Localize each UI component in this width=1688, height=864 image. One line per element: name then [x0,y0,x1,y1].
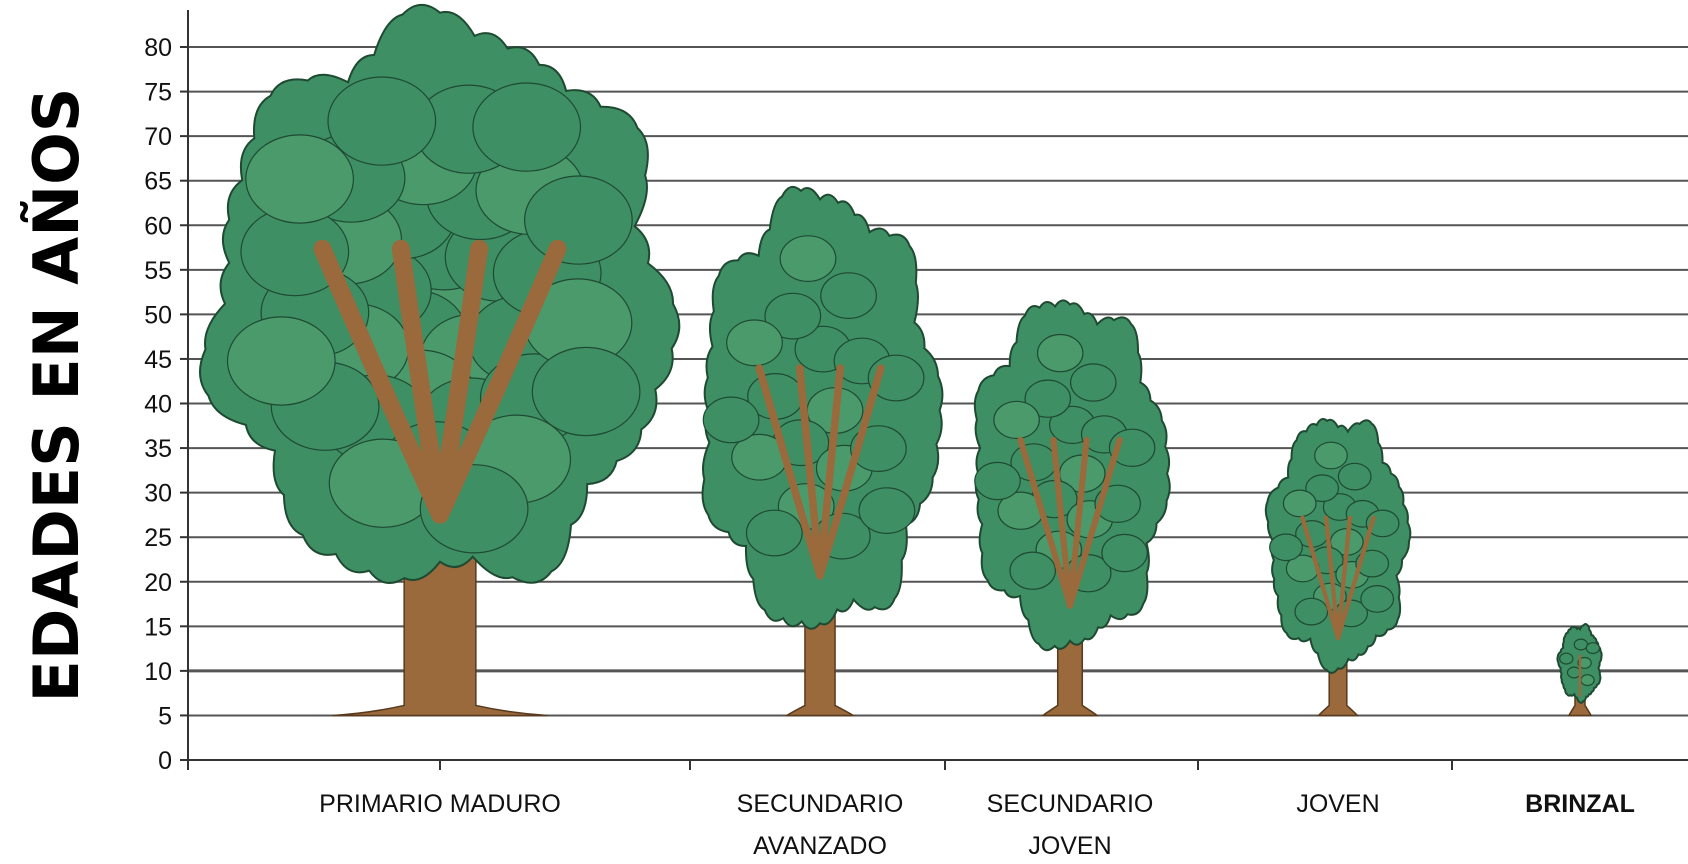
y-tick-label: 15 [144,613,172,641]
tree-branch [1066,436,1090,609]
leaf-clump [1559,652,1574,665]
tree-branch [755,364,824,580]
tree-marks [199,3,1603,717]
leaf-clump [745,509,803,557]
tree-branch [313,239,449,524]
leaf-clump [1566,666,1582,679]
y-tick-label: 45 [144,346,172,374]
tree-branch [1323,515,1341,641]
leaf-clump [245,134,355,224]
y-tick-label: 25 [144,524,172,552]
tree-mark [199,3,681,717]
leaf-clump [820,272,877,320]
leaf-clump [524,175,633,265]
category-label: SECUNDARIO [987,790,1154,818]
leaf-clump [974,461,1021,501]
leaf-clump [726,319,783,367]
leaf-clump [858,487,916,535]
y-tick-label: 20 [144,569,172,597]
y-tick-label: 60 [144,212,172,240]
leaf-clump [1282,489,1317,518]
y-tick-label: 10 [144,658,172,686]
tree-mark [973,299,1171,717]
tree-branch [431,239,567,524]
leaf-clump [1024,379,1072,418]
tree-branch [795,364,824,580]
leaf-clump [1009,551,1056,590]
category-labels: PRIMARIO MADURO SECUNDARIO AVANZADO SECUNDA… [319,790,1635,860]
leaf-clump [1070,363,1117,402]
leaf-clump [993,400,1040,440]
tree-branch [391,239,449,524]
category-label: JOVEN [1296,790,1379,818]
axes: 0 5 10 15 20 25 30 35 40 45 50 55 60 65 70 75 80 [144,10,1688,775]
leaf-clump [1577,656,1592,669]
y-tick-label: 55 [144,257,172,285]
leaf-clump [327,76,437,166]
leaf-clump [702,396,760,444]
category-label: AVANZADO [753,832,887,860]
leaf-clump [764,292,822,340]
tree-branch [1335,515,1376,641]
category-label: SECUNDARIO [737,790,904,818]
leaf-clump [531,346,641,437]
tree-mark [1556,623,1603,717]
tree-branch [1050,436,1074,609]
tree-branch [1335,515,1353,641]
leaf-clump [1360,585,1395,613]
tree-branch [1300,515,1341,641]
leaf-clump [1305,474,1339,503]
y-tick-label: 65 [144,168,172,196]
tree-mark [1264,418,1412,717]
y-tick-label: 0 [158,747,172,775]
tree-trunk [332,488,548,717]
tree-branch [1066,436,1123,609]
y-axis-title: EDADES EN AÑOS [20,88,93,703]
tree-branch [816,364,845,580]
tree-trunk [1040,579,1100,717]
tree-trunk [784,549,856,717]
leaf-clump [1294,597,1329,626]
leaf-clump [1036,333,1084,373]
category-label: BRINZAL [1525,790,1635,818]
y-tick-label: 40 [144,391,172,419]
y-tick-label: 30 [144,480,172,508]
leaf-clump [472,82,582,172]
tree-branch [1017,436,1074,609]
y-tick-label: 35 [144,435,172,463]
leaf-clump [1269,533,1303,562]
y-tick-label: 70 [144,123,172,151]
y-tick-label: 5 [158,702,172,730]
tree-mark [701,185,944,717]
tree-branch [431,239,489,524]
leaf-clump [779,235,837,283]
leaf-clump [1585,642,1601,655]
y-tick-label: 80 [144,34,172,62]
leaf-clump [1580,674,1595,687]
category-label: JOVEN [1028,832,1111,860]
leaf-clump [1337,462,1372,491]
leaf-clump [1101,533,1148,573]
category-label: PRIMARIO MADURO [319,790,561,818]
leaf-clump [1314,441,1348,470]
y-tick-label: 75 [144,79,172,107]
leaf-clump [226,316,336,406]
y-tick-label: 50 [144,301,172,329]
leaf-clump [1573,638,1589,651]
tree-branch [816,364,885,580]
